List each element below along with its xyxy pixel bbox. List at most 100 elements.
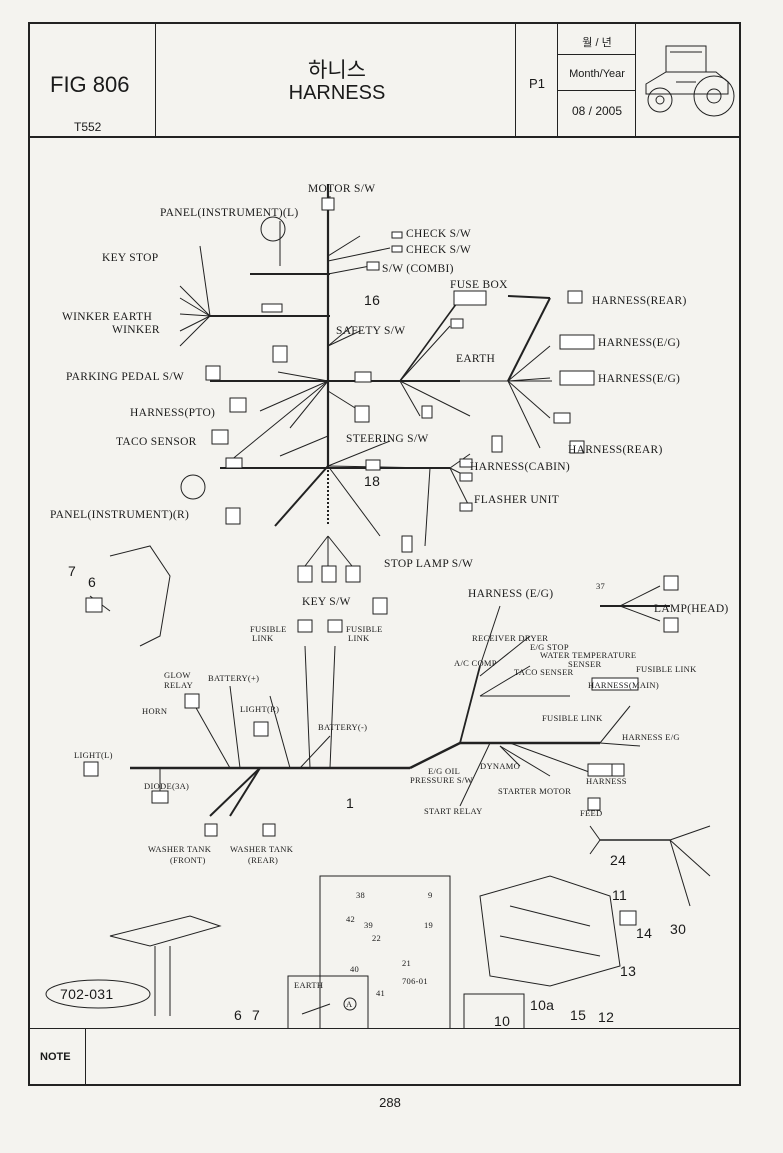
label-steering-sw: STEERING S/W [346,433,429,445]
label-14: 14 [636,925,652,941]
label-stop-lamp: STOP LAMP S/W [384,558,473,570]
label-fusible-link-1: FUSIBLE [250,624,287,634]
label-16: 16 [364,292,380,308]
label-harness-rear-1: HARNESS(REAR) [592,295,687,307]
label-earth-top: EARTH [456,353,495,365]
month-year-label: Month/Year [569,68,625,80]
label-key-sw: KEY S/W [302,596,351,608]
title-english: HARNESS [288,82,386,104]
page-number: 288 [379,1095,401,1110]
tractor-icon [645,45,735,117]
label-flasher-unit: FLASHER UNIT [474,494,559,506]
label-41: 41 [376,988,385,998]
label-19: 19 [424,920,433,930]
label-6a: 6 [88,574,96,590]
label-winker: WINKER [112,324,160,336]
page-code: P1 [529,76,545,91]
label-receiver-dryer: RECEIVER DRYER [472,633,548,643]
model-code: T552 [74,120,102,134]
label-42: 42 [346,914,355,924]
label-38: 38 [356,890,365,900]
label-taco-senser: TACO SENSER [514,667,574,677]
label-washer-front-b: (FRONT) [170,855,206,865]
drawing-frame: FIG 806 T552 하니스 HARNESS P1 월 / 년 Month/… [28,22,741,1086]
label-12: 12 [598,1009,614,1025]
label-39: 39 [364,920,373,930]
label-water-temp-b: SENSER [568,659,601,669]
label-dynamo: DYNAMO [480,761,520,771]
label-fusible-link-4: FUSIBLE LINK [542,713,603,723]
label-sw-combi: S/W (COMBI) [382,263,454,275]
label-lamp-head: LAMP(HEAD) [654,603,729,615]
note-label: NOTE [40,1051,71,1063]
label-fuse-box: FUSE BOX [450,279,508,291]
label-18: 18 [364,473,380,489]
label-battery-minus: BATTERY(-) [318,722,367,732]
fig-cell [30,24,156,136]
motor-sw-connector [321,197,335,211]
label-glow-relay: GLOW [164,670,191,680]
label-7a: 7 [68,563,76,579]
label-30: 30 [670,921,686,937]
label-706-01: 706-01 [402,976,428,986]
wiring-diagram: MOTOR S/W PANEL(INSTRUMENT)(L) CHECK S/W… [45,183,729,1028]
label-washer-rear: WASHER TANK [230,844,294,854]
label-fusible-link-3: FUSIBLE LINK [636,664,697,674]
label-eg-oil: E/G OIL [428,766,460,776]
label-check-sw-1: CHECK S/W [406,228,471,240]
label-feed: FEED [580,808,602,818]
label-taco-sensor: TACO SENSOR [116,436,197,448]
label-diode: DIODE(3A) [144,781,189,791]
title-cell [156,24,516,136]
label-eg-oil-b: PRESSURE S/W [410,775,473,785]
fuse-box-connector [453,290,487,306]
label-battery-plus: BATTERY(+) [208,673,259,683]
label-winker-earth: WINKER EARTH [62,311,152,323]
label-parking-pedal: PARKING PEDAL S/W [66,371,184,383]
label-motor-sw: MOTOR S/W [308,183,375,195]
label-7b: 7 [252,1007,260,1023]
label-harness-main: HARNESS(MAIN) [588,680,659,690]
date-value: 08 / 2005 [571,104,623,118]
label-fusible-link-1b: LINK [252,633,274,643]
label-24: 24 [610,852,626,868]
label-light-r: LIGHT(R) [240,704,279,714]
label-water-temp: WATER TEMPERATURE [540,650,636,660]
label-10: 10 [494,1013,510,1028]
label-harness-eg-1: HARNESS(E/G) [598,337,680,349]
label-10a: 10a [530,997,554,1013]
label-starter-motor: STARTER MOTOR [498,786,571,796]
label-6b: 6 [234,1007,242,1023]
title-korean: 하니스 [308,59,366,82]
label-harness-cabin: HARNESS(CABIN) [470,461,570,473]
label-ac-comp: A/C COMP [454,658,497,668]
label-11: 11 [612,887,627,903]
label-horn: HORN [142,706,167,716]
label-light-l: LIGHT(L) [74,750,113,760]
label-fusible-link-2: FUSIBLE [346,624,383,634]
label-15: 15 [570,1007,586,1023]
label-washer-front: WASHER TANK [148,844,212,854]
label-fusible-link-2b: LINK [348,633,370,643]
label-harness-eg-3: HARNESS (E/G) [468,588,553,600]
label-13: 13 [620,963,636,979]
label-22: 22 [372,933,381,943]
label-21: 21 [402,958,411,968]
label-panel-instrument-r: PANEL(INSTRUMENT)(R) [50,509,189,521]
label-harness-eg-2: HARNESS(E/G) [598,373,680,385]
label-702-031: 702-031 [60,986,113,1002]
label-start-relay: START RELAY [424,806,483,816]
label-harness-lower: HARNESS [586,776,627,786]
label-washer-rear-b: (REAR) [248,855,278,865]
label-harness-eg-4: HARNESS E/G [622,732,680,742]
figure-number: FIG 806 [50,72,130,97]
label-safety-sw: SAFETY S/W [336,325,405,337]
label-9: 9 [428,890,433,900]
label-harness-rear-2: HARNESS(REAR) [568,444,663,456]
label-eg-stop: E/G STOP [530,642,569,652]
label-glow-relay-b: RELAY [164,680,193,690]
note-row: NOTE [30,1028,739,1085]
label-1: 1 [346,795,354,811]
title-block: FIG 806 T552 하니스 HARNESS P1 월 / 년 Month/… [30,24,739,138]
label-harness-pto: HARNESS(PTO) [130,407,215,419]
